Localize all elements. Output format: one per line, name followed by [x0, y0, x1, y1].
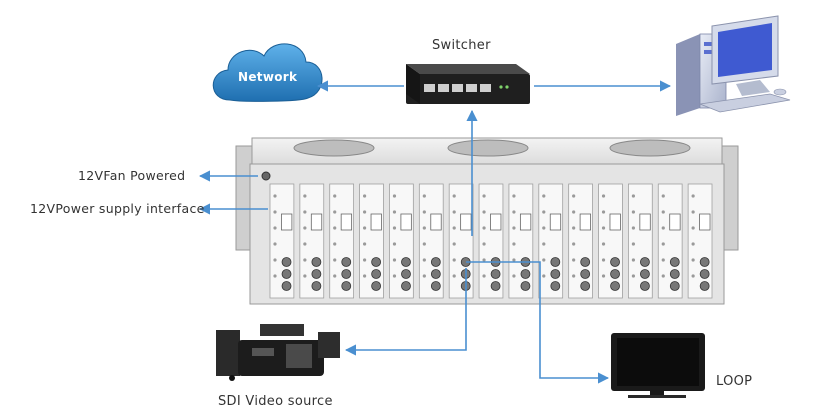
monitor-icon	[611, 333, 705, 398]
card-slot	[269, 183, 295, 299]
chassis-card-slots	[269, 183, 713, 299]
video-source-label: SDI Video source	[218, 394, 333, 409]
connection-lines	[198, 80, 672, 384]
card-slot	[389, 183, 414, 299]
power-interface-label: 12VPower supply interface	[30, 201, 205, 216]
card-slot	[538, 183, 564, 299]
desktop-computer-icon	[676, 15, 791, 116]
arrow-to-loop-monitor	[466, 261, 610, 384]
card-slot	[628, 183, 653, 299]
fan-powered-label: 12VFan Powered	[78, 168, 186, 183]
card-slot	[687, 183, 713, 299]
card-slot	[448, 183, 474, 299]
card-slot	[418, 183, 444, 299]
arrow-to-camera	[344, 268, 467, 356]
loop-label: LOOP	[716, 374, 753, 389]
cloud-icon	[212, 43, 323, 102]
card-slot	[657, 183, 683, 299]
card-slot	[299, 183, 325, 299]
network-switch-icon	[406, 64, 530, 104]
card-slot	[508, 183, 534, 299]
card-slot	[478, 183, 504, 299]
switcher-label: Switcher	[432, 38, 491, 53]
card-slot	[568, 183, 593, 299]
network-label: Network	[238, 70, 298, 84]
card-slot	[598, 183, 623, 299]
card-slot	[359, 183, 384, 299]
card-slot	[329, 183, 355, 299]
video-camera-icon	[216, 324, 340, 381]
